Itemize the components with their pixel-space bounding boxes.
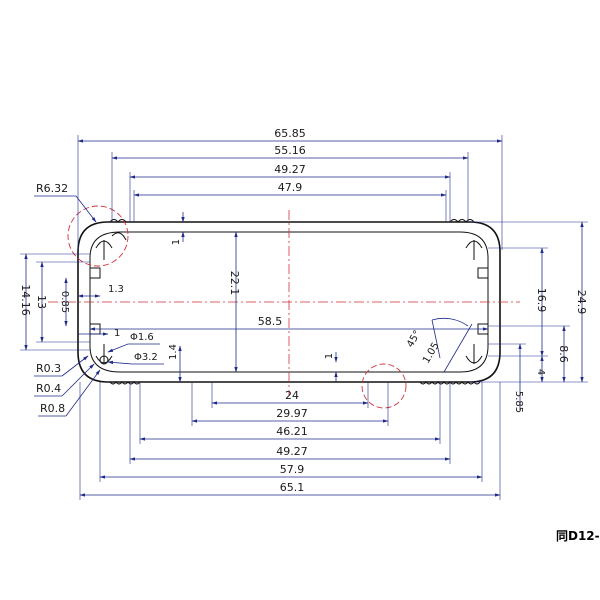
dim-inner-height: 22.1 [228, 271, 241, 296]
top-dimensions: 65.85 55.16 49.27 47.9 [77, 127, 503, 250]
dim-left-height-3: 0.85 [59, 291, 70, 313]
dim-bottom-width-5: 57.9 [280, 463, 305, 476]
dim-bottom-width-4: 49.27 [276, 445, 308, 458]
left-rail [90, 267, 101, 335]
dim-wall-bottom: 1 [324, 353, 335, 359]
dim-bottom-width-2: 29.97 [276, 407, 308, 420]
dim-bottom-width-3: 46.21 [276, 425, 308, 438]
detail-circle-top-left [67, 205, 129, 267]
callout-radius-2: R0.4 [36, 382, 61, 395]
dim-top-width-3: 49.27 [274, 163, 306, 176]
part-note: 同D12- [556, 529, 600, 543]
dim-wall-top: 1 [171, 239, 182, 245]
callouts: R6.32 R0.3 R0.4 R0.8 Φ1.6 Φ3.2 [34, 182, 164, 417]
dim-right-height-3: 4 [535, 369, 546, 375]
dim-top-width-2: 55.16 [274, 144, 306, 157]
callout-hole-1: Φ1.6 [130, 332, 154, 343]
left-dimensions: 14.16 13 0.85 1.3 1 [19, 253, 124, 351]
right-bottom-slot [465, 344, 483, 364]
dim-right-height-2: 8.6 [557, 345, 570, 363]
left-top-slot [95, 232, 127, 260]
callout-radius-1: R0.3 [36, 362, 61, 375]
left-hole [99, 355, 109, 365]
right-rail [477, 267, 488, 335]
dim-slot-width: 1.3 [108, 284, 124, 295]
dim-bottom-gap: 1.4 [168, 344, 179, 360]
inner-outline [89, 231, 489, 373]
dim-left-height-1: 14.16 [19, 284, 32, 316]
dim-overall-height: 24.9 [575, 290, 588, 315]
internal-dimensions: 58.5 22.1 1 1 1.4 [89, 212, 489, 383]
dim-overall-bottom-width: 65.1 [280, 481, 305, 494]
callout-radius-3: R0.8 [40, 402, 65, 415]
right-top-slot [465, 240, 483, 260]
dim-inner-width: 58.5 [258, 315, 283, 328]
bottom-dimensions: 24 29.97 46.21 49.27 57.9 65.1 [79, 382, 501, 500]
dim-right-height-4: 5.85 [513, 391, 524, 413]
right-dimensions: 24.9 16.9 8.6 4 5.85 45° 1.05 [405, 221, 588, 413]
dim-bottom-width-1: 24 [285, 389, 299, 402]
callout-corner-radius: R6.32 [36, 182, 68, 195]
dim-angle: 45° [405, 329, 423, 350]
dim-wall-left: 1 [114, 328, 120, 339]
dim-top-width-4: 47.9 [278, 181, 303, 194]
detail-circle-bottom [361, 363, 407, 409]
callout-hole-2: Φ3.2 [134, 352, 158, 363]
dim-right-height-1: 16.9 [535, 288, 548, 313]
left-bottom-slot [95, 344, 113, 364]
dim-overall-top-width: 65.85 [274, 127, 306, 140]
dim-left-height-2: 13 [35, 295, 48, 309]
